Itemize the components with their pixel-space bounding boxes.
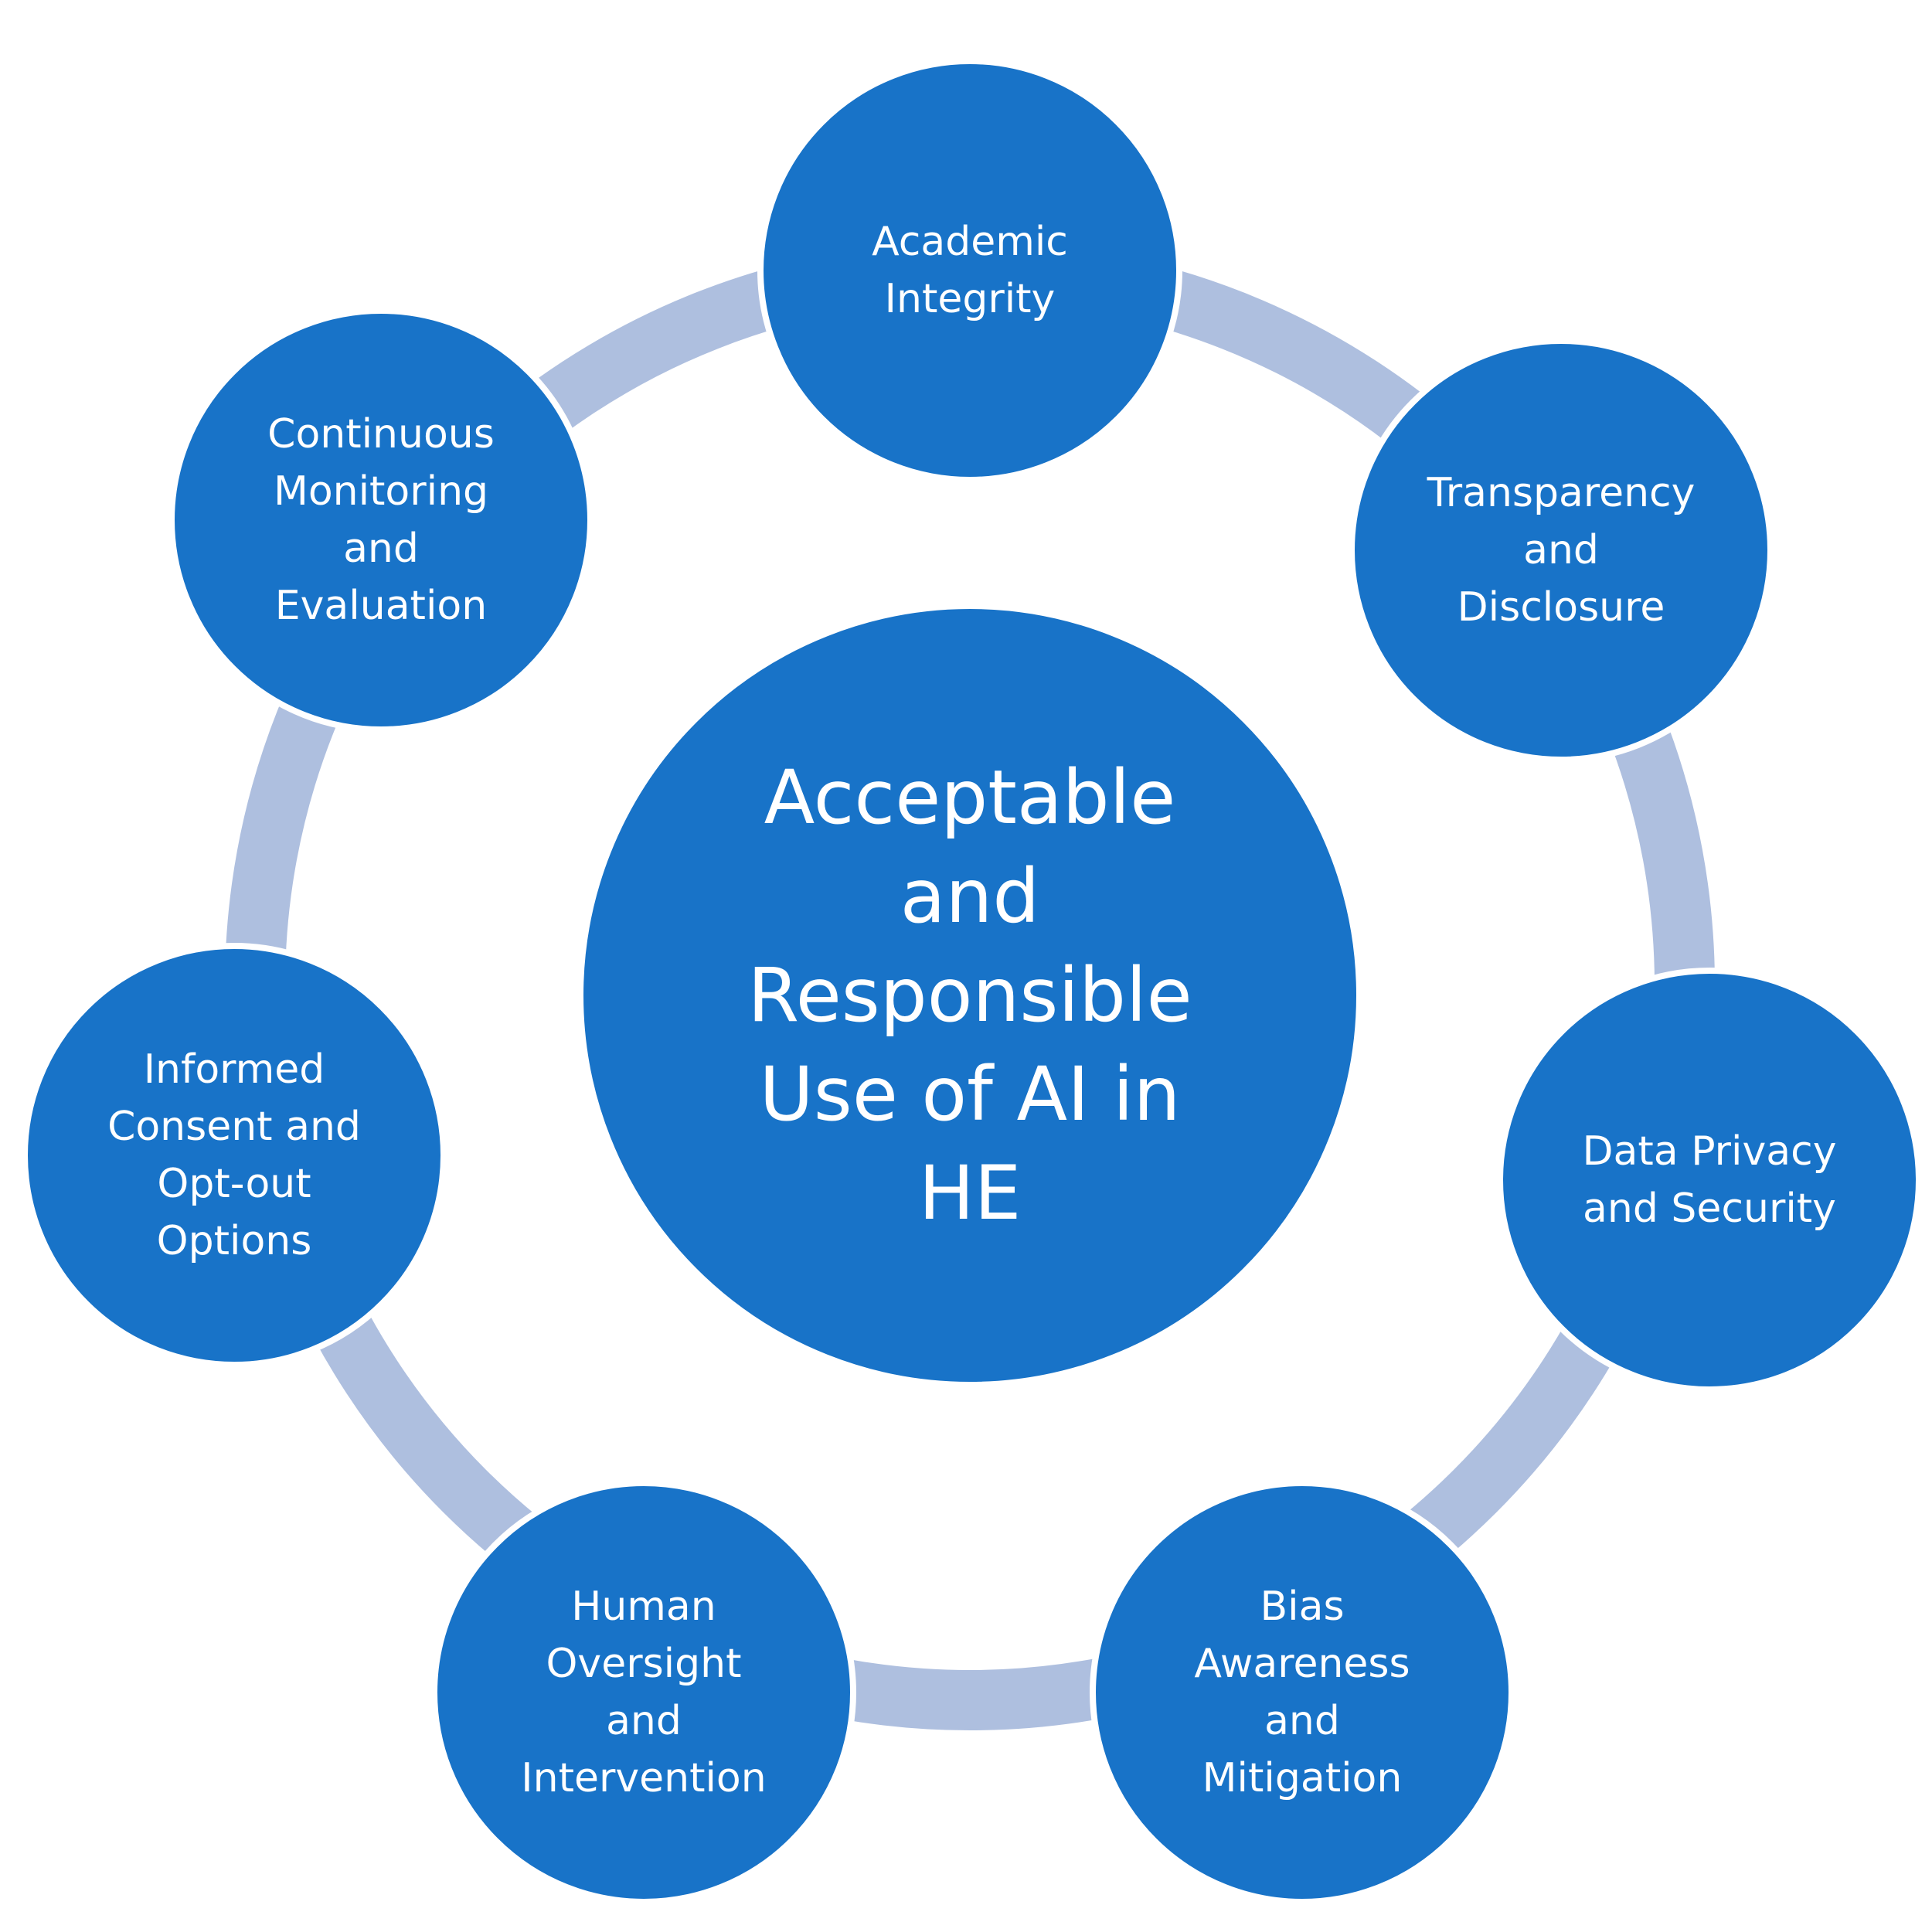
node-label: Informed Consent and Opt-out Options bbox=[107, 1046, 361, 1264]
node-academic-integrity: Academic Integrity bbox=[757, 58, 1182, 483]
node-label: Data Privacy and Security bbox=[1582, 1128, 1837, 1232]
node-informed-consent-and-opt-out-options: Informed Consent and Opt-out Options bbox=[22, 943, 447, 1368]
node-transparency-and-disclosure: Transparency and Disclosure bbox=[1349, 338, 1774, 763]
center-concept-circle: Acceptable and Responsible Use of AI in … bbox=[576, 601, 1364, 1390]
node-label: Academic Integrity bbox=[872, 219, 1068, 322]
node-label: Transparency and Disclosure bbox=[1427, 470, 1696, 631]
node-data-privacy-and-security: Data Privacy and Security bbox=[1497, 968, 1922, 1393]
node-continuous-monitoring-and-evaluation: Continuous Monitoring and Evaluation bbox=[168, 308, 594, 733]
node-human-oversight-and-intervention: Human Oversight and Intervention bbox=[431, 1480, 856, 1905]
node-bias-awareness-and-mitigation: Bias Awareness and Mitigation bbox=[1090, 1480, 1515, 1905]
node-label: Continuous Monitoring and Evaluation bbox=[267, 411, 495, 629]
center-concept-label: Acceptable and Responsible Use of AI in … bbox=[747, 754, 1192, 1237]
node-label: Human Oversight and Intervention bbox=[521, 1584, 767, 1801]
node-label: Bias Awareness and Mitigation bbox=[1194, 1584, 1410, 1801]
